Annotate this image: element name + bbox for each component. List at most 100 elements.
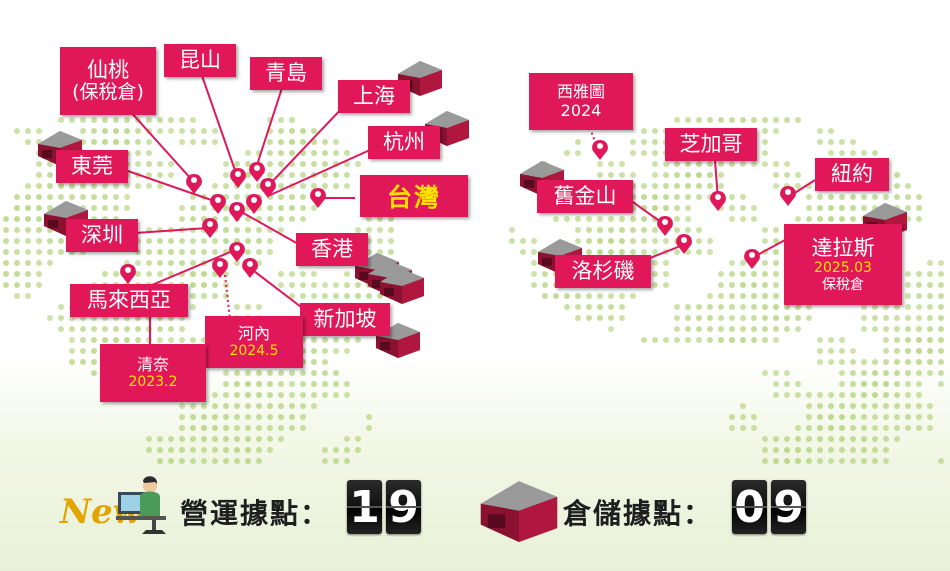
map-dot <box>839 150 845 156</box>
map-dot <box>927 326 933 332</box>
map-dot <box>124 326 130 332</box>
map-dot <box>850 425 856 431</box>
map-dot <box>234 370 240 376</box>
map-dot <box>135 183 141 189</box>
map-dot <box>729 337 735 343</box>
map-dot <box>531 249 537 255</box>
map-dot <box>828 436 834 442</box>
map-dot <box>828 139 834 145</box>
map-dot <box>36 260 42 266</box>
map-dot <box>322 161 328 167</box>
label-hangzhou: 杭州 <box>368 126 440 159</box>
map-dot <box>36 227 42 233</box>
map-dot <box>289 282 295 288</box>
map-dot <box>773 128 779 134</box>
map-dot <box>278 227 284 233</box>
map-dot <box>718 304 724 310</box>
map-dot <box>289 271 295 277</box>
map-dot <box>916 425 922 431</box>
map-dot <box>839 425 845 431</box>
map-dot <box>179 447 185 453</box>
map-dot <box>905 359 911 365</box>
map-dot <box>245 161 251 167</box>
map-dot <box>344 348 350 354</box>
map-dot <box>212 139 218 145</box>
map-dot <box>795 304 801 310</box>
map-dot <box>674 161 680 167</box>
map-dot <box>861 381 867 387</box>
map-dot <box>146 436 152 442</box>
map-dot <box>916 348 922 354</box>
map-dot <box>300 370 306 376</box>
map-dot <box>234 403 240 409</box>
map-dot <box>190 436 196 442</box>
map-dot <box>168 128 174 134</box>
map-dot <box>883 458 889 464</box>
map-dot <box>47 238 53 244</box>
map-dot <box>773 249 779 255</box>
label-hanoi: 河內 2024.5 <box>205 316 303 368</box>
map-dot <box>190 238 196 244</box>
map-dot <box>344 293 350 299</box>
map-dot <box>850 370 856 376</box>
map-dot <box>630 293 636 299</box>
map-dot <box>795 447 801 453</box>
map-dot <box>14 238 20 244</box>
map-dot <box>784 392 790 398</box>
map-dot <box>927 359 933 365</box>
map-dot <box>69 337 75 343</box>
map-dot <box>344 282 350 288</box>
map-dot <box>256 238 262 244</box>
map-dot <box>938 458 944 464</box>
map-dot <box>850 414 856 420</box>
map-dot <box>905 293 911 299</box>
map-dot <box>597 172 603 178</box>
map-dot <box>630 238 636 244</box>
map-dot <box>729 425 735 431</box>
map-dot <box>894 337 900 343</box>
map-dot <box>234 392 240 398</box>
map-dot <box>256 425 262 431</box>
map-dot <box>509 227 515 233</box>
map-dot <box>36 282 42 288</box>
map-dot <box>366 227 372 233</box>
map-dot <box>674 315 680 321</box>
map-dot <box>652 227 658 233</box>
map-dot <box>696 117 702 123</box>
map-dot <box>883 392 889 398</box>
map-dot <box>344 392 350 398</box>
map-dot <box>663 205 669 211</box>
map-dot <box>630 227 636 233</box>
map-dot <box>729 117 735 123</box>
map-dot <box>322 139 328 145</box>
map-dot <box>652 139 658 145</box>
map-dot <box>927 293 933 299</box>
map-dot <box>905 370 911 376</box>
map-dot <box>685 172 691 178</box>
map-dot <box>663 271 669 277</box>
map-dot <box>707 172 713 178</box>
map-dot <box>762 260 768 266</box>
map-dot <box>69 326 75 332</box>
map-dot <box>201 282 207 288</box>
map-dot <box>751 205 757 211</box>
map-dot <box>839 370 845 376</box>
map-dot <box>817 139 823 145</box>
map-dot <box>47 161 53 167</box>
map-dot <box>113 128 119 134</box>
map-dot <box>223 161 229 167</box>
map-dot <box>883 304 889 310</box>
map-dot <box>652 337 658 343</box>
map-dot <box>938 282 944 288</box>
map-dot <box>784 315 790 321</box>
map-dot <box>333 150 339 156</box>
map-dot <box>245 249 251 255</box>
map-dot <box>586 315 592 321</box>
map-dot <box>751 425 757 431</box>
map-dot <box>773 458 779 464</box>
map-dot <box>575 304 581 310</box>
map-dot <box>927 260 933 266</box>
map-dot <box>278 117 284 123</box>
map-dot <box>872 414 878 420</box>
map-dot <box>256 370 262 376</box>
